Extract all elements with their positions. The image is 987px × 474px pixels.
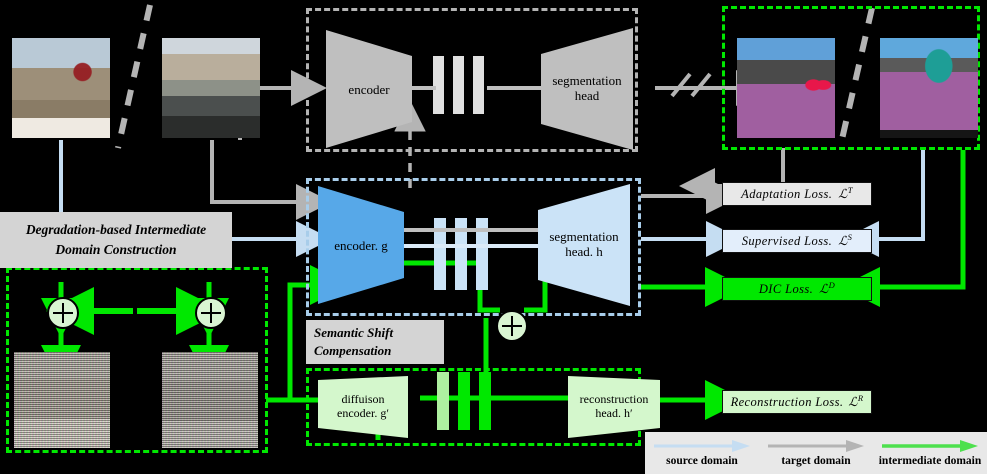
reconstruction-head-block[interactable]: reconstruction head. h′ [568,376,660,438]
frame-mid-pipeline [306,178,641,316]
semantic-shift-label: Semantic Shift Compensation [306,320,444,364]
diffusion-bottleneck [437,372,493,430]
mid-encoder-block[interactable]: encoder. g [318,186,404,304]
dic-loss-symbol: ℒ [819,282,829,297]
frame-top-pipeline [306,8,638,152]
legend-label-intermediate: intermediate domain [878,454,982,467]
degradation-label-line1: Degradation-based Intermediate [25,221,207,237]
gt-segmentation-map [880,38,978,138]
top-bottleneck [433,56,489,114]
degradation-label-line2: Domain Construction [55,242,177,257]
mid-head-label-line1: segmentation [549,229,619,245]
reconstruction-loss-symbol: ℒ [848,395,858,410]
supervised-loss-symbol: ℒ [838,234,848,249]
frame-intermediate-outputs [722,6,980,150]
adaptation-loss-superscript: T [847,185,853,196]
diffusion-encoder-block[interactable]: diffuison encoder. g′ [318,376,408,438]
frame-degradation-module [6,267,268,453]
mid-encoder-label: encoder. g [334,237,388,253]
reconstruction-head-label-line1: reconstruction [579,392,649,407]
mid-wire-target [404,228,554,232]
diffusion-encoder-label-line2: encoder. g′ [337,406,389,420]
dic-loss-text: DIC Loss. [758,281,814,296]
legend-label-target: target domain [781,454,851,467]
arrow-gt-to-supervised-loss [843,148,925,257]
diffusion-encoder-label-line1: diffuison [341,392,385,407]
semantic-label-line1: Semantic Shift [314,324,394,340]
target-photo [162,38,260,138]
dic-loss-box[interactable]: DIC Loss. ℒD [722,277,872,301]
legend-item-target: target domain [759,439,873,467]
reconstruction-loss-text: Reconstruction Loss. [730,394,844,409]
supervised-loss-text: Supervised Loss. [741,233,833,248]
legend-item-source: source domain [645,439,759,467]
mid-bottleneck [434,218,490,290]
reconstruction-loss-box[interactable]: Reconstruction Loss. ℒR [722,390,872,414]
adaptation-loss-box[interactable]: Adaptation Loss. ℒT [722,182,872,206]
degraded-target-image [162,352,258,448]
supervised-loss-superscript: S [847,232,853,243]
adaptation-loss-symbol: ℒ [838,187,848,202]
top-bottleneck-wire-left [412,86,436,90]
arrow-prediction-to-adaptation-loss [679,148,785,204]
top-bottleneck-wire-right [487,86,543,90]
mid-segmentation-head-block[interactable]: segmentation head. h [538,184,630,306]
top-encoder-block[interactable]: encoder [326,30,412,148]
domain-divider-left [115,4,153,149]
supervised-loss-box[interactable]: Supervised Loss. ℒS [722,229,872,253]
plus-node-right [195,297,227,329]
top-encoder-label: encoder [348,81,390,97]
degraded-source-image [14,352,110,448]
mid-head-label-line2: head. h [565,244,603,259]
legend-item-intermediate: intermediate domain [873,439,987,467]
domain-divider-right [837,7,875,149]
plus-node-center [496,310,528,342]
predicted-segmentation-map [737,38,835,138]
plus-node-left [47,297,79,329]
arrow-intermediate-rail-to-dic-loss [840,150,966,307]
degradation-module-label: Degradation-based Intermediate Domain Co… [0,212,232,268]
mid-wire-source [404,244,554,248]
adaptation-loss-text: Adaptation Loss. [741,186,833,201]
dic-loss-superscript: D [828,280,836,291]
reconstruction-loss-superscript: R [857,393,864,404]
legend-label-source: source domain [666,454,738,467]
top-head-label-line1: segmentation [552,73,622,89]
semantic-label-line2: Compensation [314,343,392,358]
top-head-label-line2: head [574,88,600,103]
arrow-target-to-mid-encoder [210,140,332,220]
top-segmentation-head-block[interactable]: segmentation head [541,28,633,150]
source-photo [12,38,110,138]
reconstruction-head-label-line2: head. h′ [595,406,633,420]
legend: source domain target domain intermediate… [645,432,987,474]
